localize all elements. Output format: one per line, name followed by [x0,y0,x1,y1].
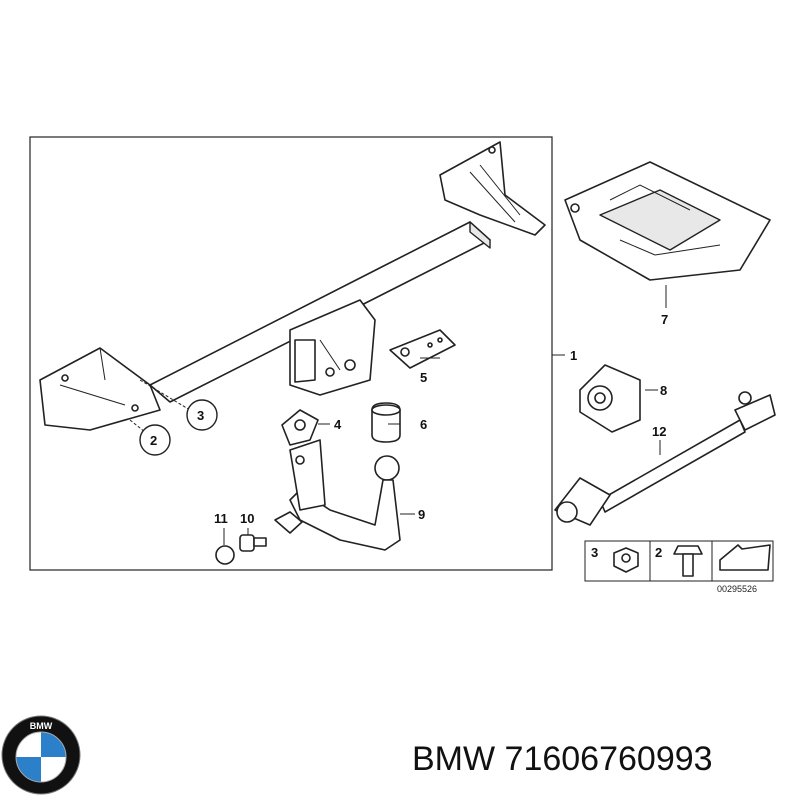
label-3: 3 [197,408,204,423]
label-11: 11 [214,511,228,526]
label-10: 10 [240,511,254,526]
label-2: 2 [150,433,157,448]
label-4: 4 [334,417,342,432]
brand-name: BMW [412,740,496,778]
svg-text:BMW: BMW [30,721,53,731]
label-5: 5 [420,370,427,385]
part-8-socket [579,364,641,433]
legend-box: 3 2 00295526 [584,540,774,594]
assembly-frame [29,136,553,571]
label-7: 7 [661,312,668,327]
callout-circle-3 [186,399,218,431]
label-9: 9 [418,507,425,522]
part-12-harness [554,391,776,526]
part-10-bolt [239,534,267,552]
part-7-tray [564,161,771,281]
legend-key-3: 3 [591,545,598,560]
label-6: 6 [420,417,427,432]
part-4-mount [281,409,319,446]
part-number: 71606760993 [504,740,713,778]
part-11-cap [215,545,235,565]
part-5-plate [389,329,456,369]
legend-code: 00295526 [717,584,757,594]
label-8: 8 [660,383,667,398]
label-1: 1 [570,348,577,363]
bmw-logo-icon: BMW [1,715,81,795]
product-caption: BMW 71606760993 [412,740,713,779]
bolt-icon [673,545,703,555]
arrow-icon [719,544,771,571]
tow-bar-crossbeam [39,141,546,431]
part-9-tow-hitch [274,439,401,551]
part-6-cap [371,402,401,443]
legend-key-2: 2 [655,545,662,560]
label-12: 12 [652,424,666,439]
callout-circle-2 [139,424,171,456]
